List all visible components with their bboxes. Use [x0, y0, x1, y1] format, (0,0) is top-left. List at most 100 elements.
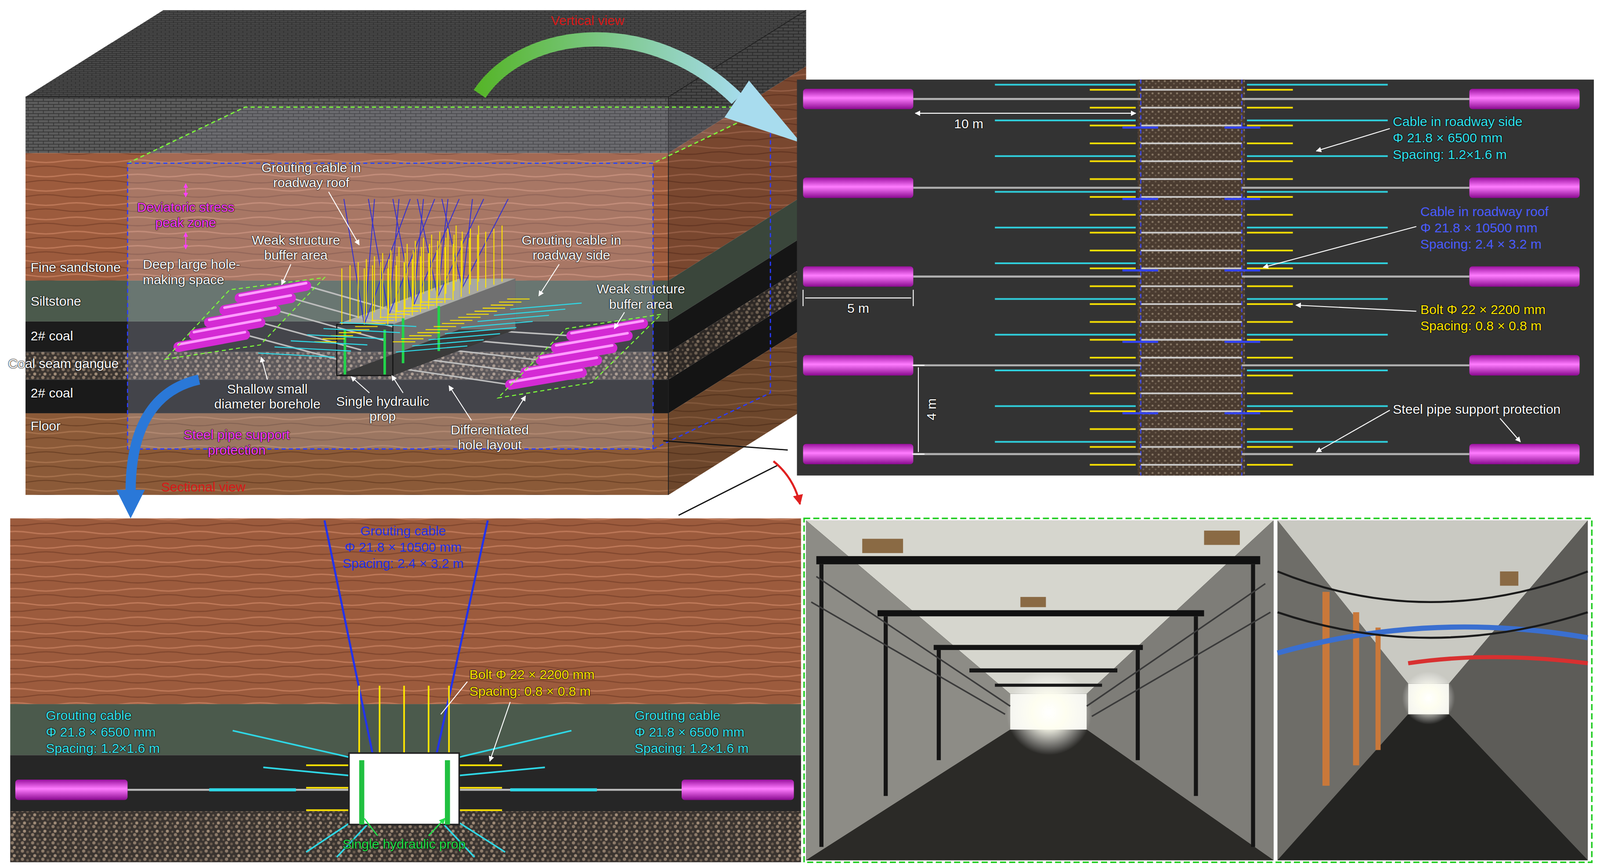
label-text: Φ 21.8 × 10500 mm: [1420, 220, 1538, 236]
leader-lines-plan: [1316, 128, 1390, 152]
label-text: Grouting cable in roadway side: [505, 232, 638, 264]
strata-block: [25, 10, 806, 495]
site-photo: [1401, 671, 1456, 725]
dimension-lines: [915, 112, 1136, 114]
roadway-3d: [336, 329, 516, 376]
label-text: Steel pipe support protection: [173, 427, 301, 458]
leader-lines-3d: [185, 183, 625, 421]
leader-lines-3d: [281, 264, 291, 285]
hole-cylinders: [178, 283, 643, 385]
label-text: 2# coal: [30, 328, 74, 344]
label-text: Φ 21.8 × 6500 mm: [46, 724, 156, 741]
label-text: Spacing: 2.4 × 3.2 m: [342, 556, 464, 572]
leader-lines-plan: [1296, 305, 1417, 312]
site-photo: [933, 644, 1143, 651]
label-text: Siltstone: [30, 293, 82, 310]
side-grouting-cables: [258, 322, 417, 358]
site-photo: [1375, 627, 1381, 751]
section-panel: [10, 518, 802, 705]
vertical-view-panel: [913, 98, 1470, 455]
site-photo: [805, 520, 1274, 861]
cutaway-box: [127, 107, 771, 164]
section-panel: [444, 760, 451, 825]
site-photo: [1408, 657, 1588, 664]
leader-lines-3d: [350, 376, 370, 393]
strata-block: [25, 10, 806, 495]
vertical-view-panel: [802, 444, 914, 465]
leader-lines-3d: [261, 357, 268, 380]
site-photo: [1006, 669, 1092, 755]
label-text: Deep large hole-making space: [142, 256, 257, 288]
label-text: Fine sandstone: [30, 260, 121, 276]
label-text: Coal seam gangue: [8, 356, 120, 372]
view-arrows: [116, 489, 145, 519]
site-photo: [811, 576, 1271, 717]
label-text: Spacing: 0.8 × 0.8 m: [1420, 318, 1542, 334]
section-panel: [324, 520, 488, 754]
label-text: Single hydraulic prop: [342, 836, 466, 853]
section-panel: [349, 753, 460, 825]
site-photo: [969, 668, 1118, 673]
label-text: Weak structure buffer area: [243, 232, 349, 264]
leader-lines-3d: [185, 232, 187, 250]
label-text: Grouting cable: [360, 523, 446, 539]
label-text: Spacing: 1.2×1.6 m: [1392, 147, 1507, 163]
buffer-outline: [498, 314, 662, 399]
side-grouting-cables: [258, 303, 582, 358]
section-panel: [681, 779, 795, 800]
section-panel: [15, 779, 128, 800]
label-text: Shallow small diameter borehole: [208, 381, 327, 412]
label-text: Spacing: 2.4 × 3.2 m: [1420, 236, 1542, 253]
bolts-3d: [341, 225, 456, 325]
dimension-lines: [912, 365, 925, 455]
site-photo: [862, 538, 903, 554]
label-text: Sectional view: [161, 479, 246, 495]
vertical-view-panel: [1469, 355, 1580, 376]
vertical-view-panel: [797, 79, 1595, 476]
site-photo: [1499, 571, 1519, 586]
leader-lines-3d: [614, 312, 625, 329]
label-text: Steel pipe support protection: [1392, 401, 1561, 418]
view-arrows: [116, 39, 802, 519]
leader-lines-3d: [448, 385, 472, 421]
view-arrows: [773, 461, 800, 505]
label-text: Cable in roadway roof: [1420, 204, 1549, 220]
site-photo: [821, 564, 1254, 848]
bolts-3d: [387, 225, 503, 325]
label-text: 5 m: [847, 300, 870, 317]
site-photo: [1277, 520, 1588, 861]
site-photo: [877, 610, 1204, 617]
site-photo: [1204, 530, 1240, 546]
hole-cylinders: [178, 283, 307, 345]
view-arrows: [663, 440, 788, 516]
roadway-3d: [344, 306, 439, 375]
roof-grouting-cables: [343, 198, 509, 325]
view-arrows: [724, 80, 802, 144]
label-text: Spacing: 1.2×1.6 m: [46, 740, 160, 757]
label-text: Φ 21.8 × 6500 mm: [1392, 130, 1503, 146]
label-text: 4 m: [924, 398, 940, 421]
leader-lines-3d: [538, 264, 560, 297]
label-text: Spacing: 1.2×1.6 m: [634, 740, 749, 757]
label-text: Deviatoric stress peak zone: [124, 199, 248, 231]
label-text: Bolt Φ 22 × 2200 mm: [469, 667, 595, 683]
bolts-3d: [314, 299, 452, 343]
label-text: Cable in roadway side: [1392, 114, 1523, 130]
leader-lines-plan: [1263, 226, 1416, 268]
site-photo: [804, 518, 1593, 863]
label-text: Single hydraulic prop: [327, 393, 438, 425]
label-text: Φ 21.8 × 10500 mm: [344, 539, 462, 556]
site-photo: [1277, 571, 1588, 638]
dimension-lines: [802, 113, 1136, 455]
vertical-view-panel: [1469, 177, 1580, 198]
roof-grouting-cables: [343, 198, 509, 325]
leader-lines-3d: [185, 183, 187, 197]
buffer-outline: [165, 277, 661, 398]
site-photo: [994, 683, 1102, 687]
label-text: Weak structure buffer area: [588, 281, 694, 312]
cutaway-box: [653, 107, 771, 449]
site-photo: [804, 518, 1593, 863]
label-text: Grouting cable: [46, 707, 132, 724]
leader-lines-plan: [1316, 410, 1390, 452]
site-photo: [1020, 596, 1046, 607]
